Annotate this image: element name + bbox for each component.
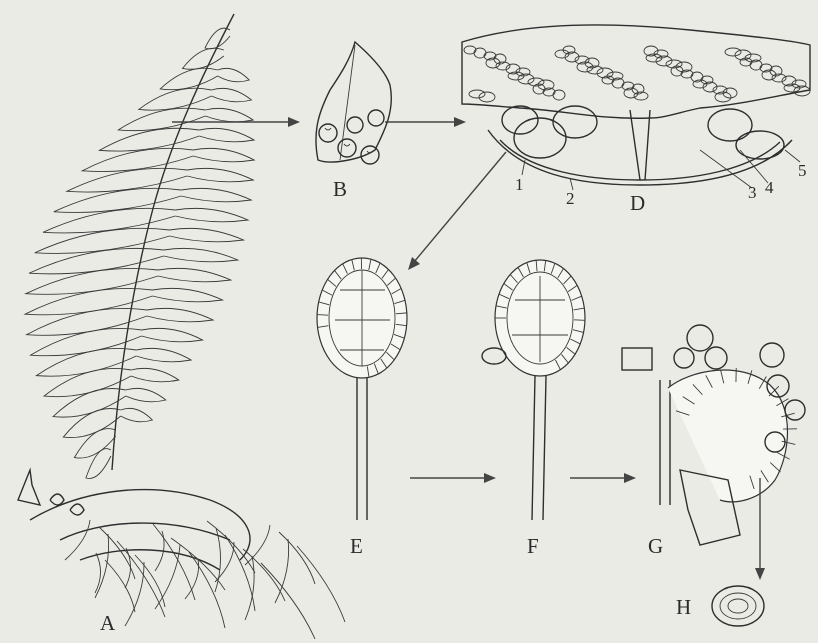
label-e: E [350, 534, 363, 558]
label-a: A [100, 611, 116, 635]
part-number-1: 1 [515, 175, 524, 194]
panel-b-pinna-with-sori [316, 42, 391, 164]
part-number-5: 5 [798, 161, 807, 180]
arrow-d-to-e [414, 152, 506, 262]
leaf-tissue-cells [464, 46, 810, 102]
fern-pinnae [25, 28, 254, 478]
panel-g-spore-release [622, 325, 805, 545]
part-number-3: 3 [748, 183, 757, 202]
panel-e-sporangium [317, 258, 407, 520]
part-number-2: 2 [566, 189, 575, 208]
label-f: F [527, 534, 539, 558]
panel-a-fern-plant [18, 14, 345, 639]
panel-h-spore [712, 586, 764, 626]
part-number-4: 4 [765, 178, 774, 197]
label-d: D [630, 191, 645, 215]
label-h: H [676, 595, 691, 619]
panel-d-sorus-section [462, 25, 810, 190]
label-b: B [333, 177, 347, 201]
flow-arrows [172, 117, 765, 580]
label-g: G [648, 534, 663, 558]
panel-f-sporangium-dehiscing [482, 260, 585, 520]
